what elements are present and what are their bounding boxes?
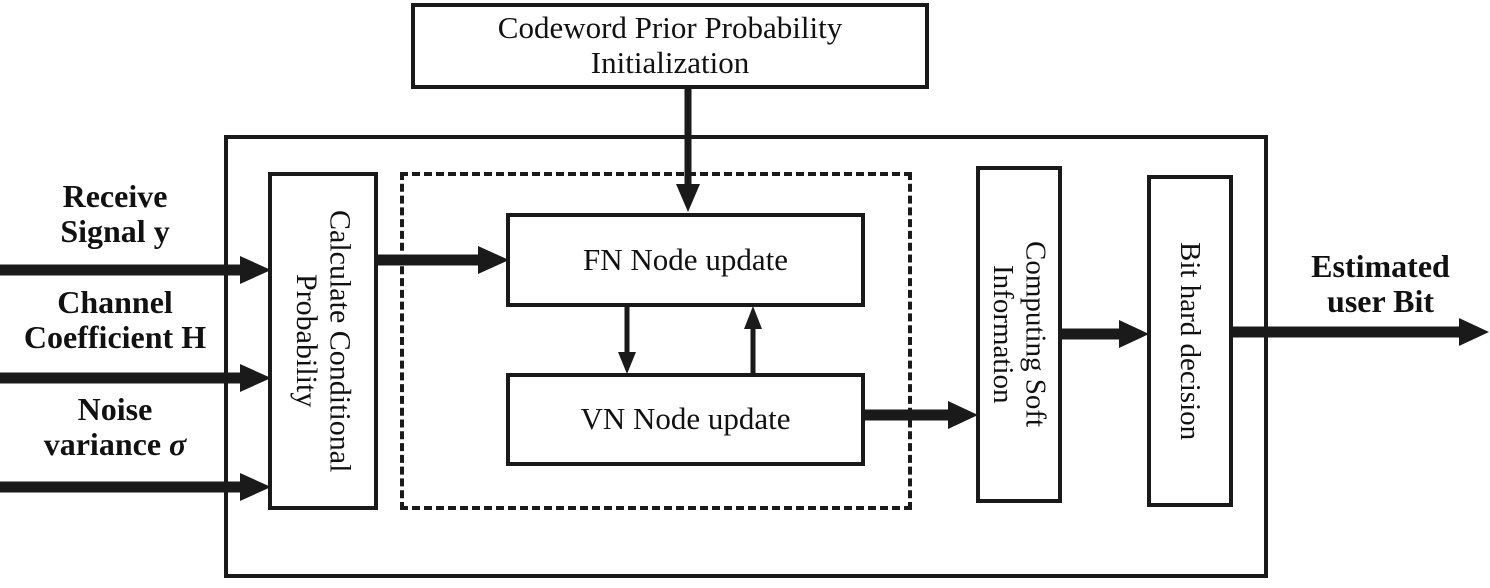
block-calculate-conditional-label: Calculate Conditional Probability [290,209,357,473]
receiver-outer-boundary [224,135,1268,578]
arrow-output-estimated-user-bit [1231,315,1490,349]
arrow-fn-to-vn [614,307,640,375]
block-bit-hard-label: Bit hard decision [1174,241,1207,441]
block-computing-soft-label: Computing Soft Information [987,241,1052,428]
arrow-input-noise-variance [0,470,272,504]
input-label-noise-variance: Noise variance σ [4,392,226,461]
block-codeword-prior-probability-initialization[interactable]: Codeword Prior Probability Initializatio… [411,3,929,89]
sigma-symbol: σ [169,425,187,462]
arrow-vn-to-fn [740,305,766,375]
block-fn-node-update[interactable]: FN Node update [506,213,865,307]
block-fn-node-label: FN Node update [583,241,788,277]
arrow-vn-to-computing-soft [864,398,979,432]
input-label-receive-signal: Receive Signal y [60,178,170,249]
arrow-calculate-to-fn [378,243,510,277]
block-vn-node-label: VN Node update [580,401,791,437]
arrow-input-receive-signal [0,253,272,287]
arrow-input-channel-coefficient [0,361,272,395]
input-label-channel-coefficient: Channel Coefficient H [23,284,207,355]
block-codeword-prior-label: Codeword Prior Probability Initializatio… [497,10,843,80]
iterative-decoding-dashed-region [400,172,912,510]
output-label-estimated-user-bit: Estimated user Bit [1311,248,1450,319]
input-label-noise-variance-text: Noise variance [43,391,162,462]
block-computing-soft-information[interactable]: Computing Soft Information [976,166,1062,503]
block-vn-node-update[interactable]: VN Node update [506,373,865,466]
block-calculate-conditional-probability[interactable]: Calculate Conditional Probability [268,172,378,510]
block-bit-hard-decision[interactable]: Bit hard decision [1147,175,1233,507]
arrow-computing-soft-to-bit-hard [1060,317,1150,351]
